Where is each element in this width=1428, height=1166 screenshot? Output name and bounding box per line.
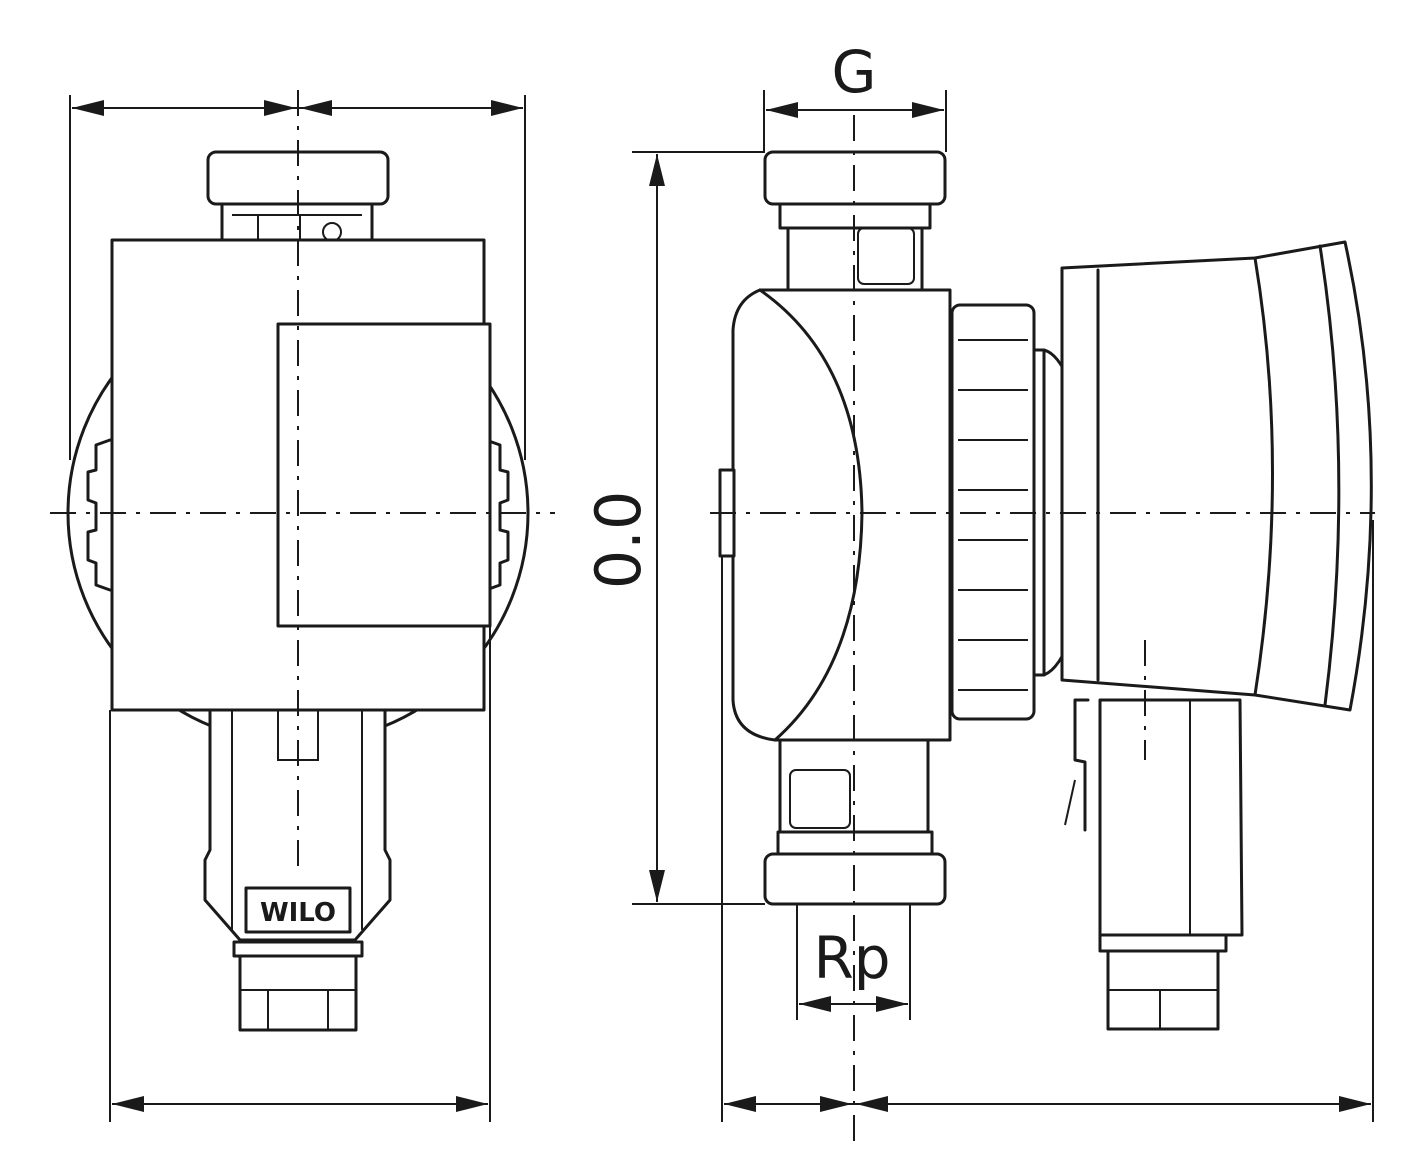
front-lower-nut xyxy=(238,954,358,1032)
side-motor-cover xyxy=(1060,240,1373,712)
rp-dimension-label: Rp xyxy=(813,924,890,992)
wilo-logo: WILO xyxy=(260,898,336,928)
side-cover-ridge-1 xyxy=(1253,256,1274,697)
side-cover-ridge-2 xyxy=(1318,244,1341,707)
front-terminal-body xyxy=(203,708,392,942)
side-terminal-box xyxy=(1098,698,1244,937)
side-view: G 0.0 Rp xyxy=(582,38,1375,1150)
front-right-lugs xyxy=(484,438,510,592)
front-left-lugs xyxy=(86,438,112,592)
side-pump-housing xyxy=(731,288,952,742)
g-dimension-label: G xyxy=(832,38,877,106)
front-control-box xyxy=(276,322,492,628)
height-dimension-label: 0.0 xyxy=(582,491,655,590)
front-lower-ring xyxy=(232,940,364,958)
front-view: WILO xyxy=(50,90,555,1122)
side-lower-ring xyxy=(1098,933,1228,953)
side-cable xyxy=(1073,698,1090,832)
front-logo-plate xyxy=(244,886,352,934)
